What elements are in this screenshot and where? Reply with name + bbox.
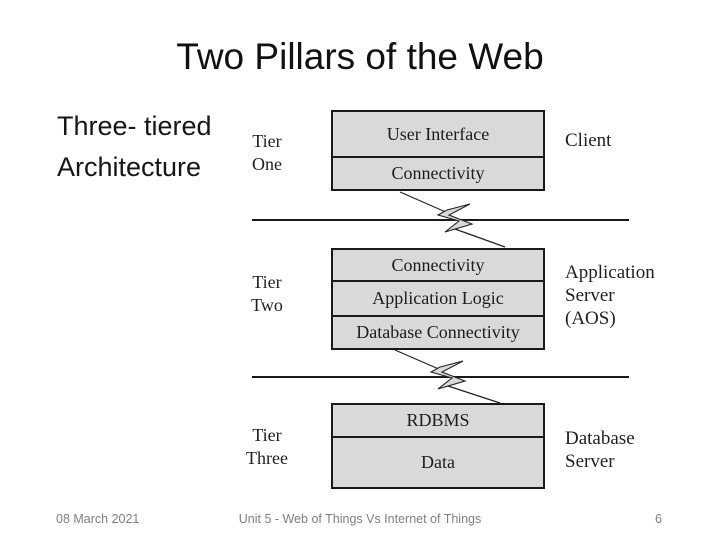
box-user-interface: User Interface [331, 110, 545, 158]
tier-two-label-line1: Tier [252, 272, 282, 292]
network-break-bolt-2 [394, 349, 501, 404]
tier-separator-line-1 [252, 219, 629, 221]
box-application-logic: Application Logic [331, 280, 545, 317]
tier-three-stack: RDBMS Data [331, 403, 545, 489]
client-label-line1: Client [565, 130, 612, 151]
box-client-connectivity: Connectivity [331, 156, 545, 191]
tier-one-stack: User Interface Connectivity [331, 110, 545, 191]
box-database-connectivity: Database Connectivity [331, 315, 545, 350]
tier-one-label-line2: One [252, 154, 282, 174]
tier-two-label-line2: Two [251, 295, 283, 315]
tier-three-label-line2: Three [246, 448, 288, 468]
subtitle: Three- tiered Architecture [57, 106, 212, 188]
tier-one-label: Tier One [228, 130, 306, 176]
tier-two-label: Tier Two [228, 271, 306, 317]
database-server-label-line1: Database [565, 428, 635, 449]
application-server-label: Application Server (AOS) [565, 261, 655, 330]
box-rdbms: RDBMS [331, 403, 545, 438]
database-server-label-line2: Server [565, 451, 615, 472]
footer-page-number: 6 [655, 512, 662, 526]
tier-three-label: Tier Three [228, 424, 306, 470]
footer-title: Unit 5 - Web of Things Vs Internet of Th… [238, 512, 482, 526]
tier-two-stack: Connectivity Application Logic Database … [331, 248, 545, 350]
tier-one-label-line1: Tier [252, 131, 282, 151]
tier-separator-line-2 [252, 376, 629, 378]
client-label: Client [565, 129, 611, 152]
application-server-label-line3: (AOS) [565, 308, 616, 329]
subtitle-line-1: Three- tiered [57, 111, 212, 141]
footer-date: 08 March 2021 [56, 512, 140, 526]
network-break-bolt-1 [399, 191, 506, 248]
tier-three-label-line1: Tier [252, 425, 282, 445]
database-server-label: Database Server [565, 427, 635, 473]
application-server-label-line2: Server [565, 285, 615, 306]
subtitle-line-2: Architecture [57, 152, 202, 182]
box-server-connectivity: Connectivity [331, 248, 545, 282]
application-server-label-line1: Application [565, 262, 655, 283]
slide-title: Two Pillars of the Web [176, 36, 544, 77]
box-data: Data [331, 436, 545, 489]
